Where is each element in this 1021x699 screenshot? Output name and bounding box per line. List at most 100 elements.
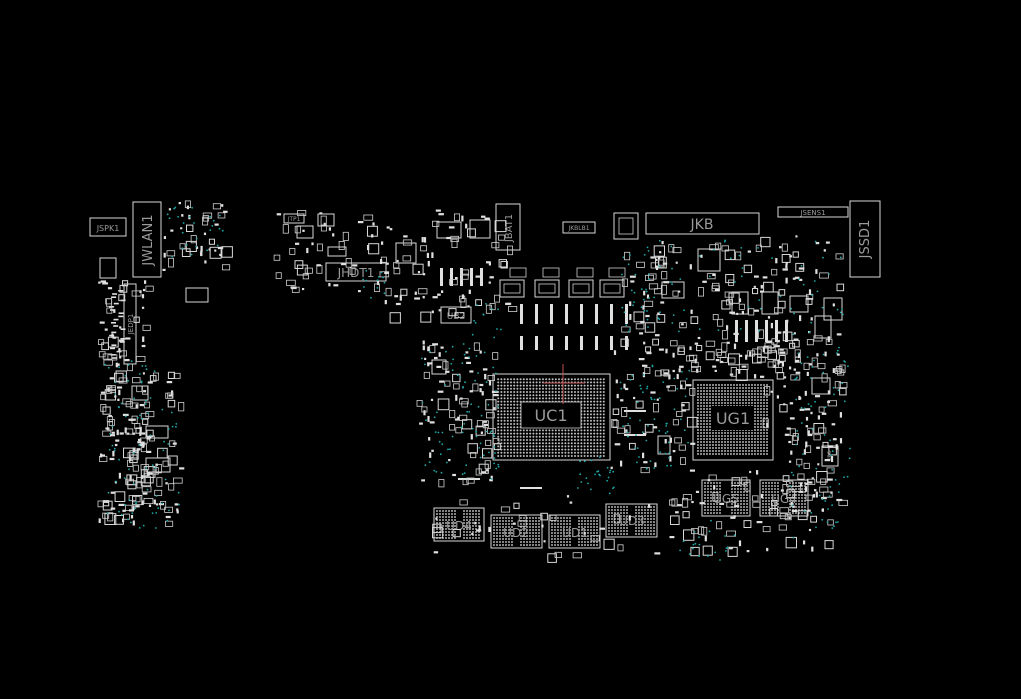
ug1-ball [739, 444, 741, 446]
ug1-ball [757, 453, 759, 455]
uc1-ball [535, 432, 538, 435]
ug1-ball [715, 396, 717, 398]
passive-outline [342, 231, 349, 241]
passive [376, 281, 380, 285]
ud3-outline[interactable] [605, 503, 658, 538]
memory-ball [466, 519, 468, 521]
memory-ball [644, 509, 646, 511]
right-top-chip[interactable] [697, 248, 721, 272]
jbat1-connector[interactable] [495, 203, 521, 251]
ud2-outline[interactable] [490, 514, 543, 549]
ud1-outline[interactable] [548, 514, 601, 549]
passive [162, 268, 166, 271]
memory-ball [551, 544, 553, 546]
via [433, 469, 436, 472]
ud4-chip[interactable]: UD4 [433, 507, 485, 542]
passive [141, 306, 145, 309]
uc1-outline[interactable] [492, 373, 611, 461]
ug1-ball [757, 402, 759, 404]
ub2-chip[interactable] [440, 306, 472, 324]
via [113, 447, 116, 450]
memory-ball [801, 509, 803, 511]
ud1-chip[interactable]: UD1 [548, 514, 601, 549]
uc1-ball [532, 384, 535, 387]
memory-ball [581, 517, 583, 519]
memory-ball [620, 506, 622, 508]
left-mid-chip[interactable] [431, 359, 447, 375]
memory-ball-grid [551, 517, 598, 546]
top-part-2[interactable] [436, 221, 462, 239]
passive [776, 331, 782, 334]
uc1-ball [593, 391, 596, 393]
mid-part[interactable] [657, 435, 671, 455]
uc1-ball [551, 455, 554, 457]
uc1-ball [513, 397, 516, 400]
memory-ball [641, 527, 643, 529]
memory-ball [472, 528, 474, 530]
left-small-part[interactable] [185, 287, 209, 303]
uc1-ball [532, 429, 535, 432]
ud2-chip[interactable]: UD2 [490, 514, 543, 549]
jkblb-connector[interactable] [562, 221, 596, 234]
memory-ball [554, 532, 556, 534]
memory-ball [578, 544, 580, 546]
jsens1-connector[interactable] [777, 206, 849, 218]
passive-outline [701, 527, 708, 536]
via [494, 452, 496, 454]
small-ic-label-box[interactable] [327, 246, 347, 257]
via [492, 433, 495, 436]
uc1-ball [526, 391, 528, 393]
passive [836, 498, 843, 502]
passive [146, 450, 152, 453]
top-part-4[interactable] [395, 242, 417, 264]
ud3-chip[interactable]: UD3 [605, 503, 658, 538]
top-chip[interactable] [613, 212, 639, 240]
via [800, 406, 803, 409]
jwlan1-connector[interactable] [132, 201, 162, 278]
passive-outline [764, 342, 775, 349]
uc1-ball [532, 397, 535, 400]
right-part-2[interactable] [789, 295, 809, 313]
right-part-3[interactable] [811, 377, 831, 395]
jtp1-body[interactable] [296, 225, 314, 239]
via [436, 411, 438, 414]
right-part-1[interactable] [823, 297, 843, 321]
via [645, 439, 648, 442]
passive-outline [500, 506, 511, 513]
ug1-ball [706, 426, 708, 428]
left-part-a[interactable] [99, 257, 117, 279]
uc1-ball [545, 445, 548, 448]
uc1-ball [519, 445, 522, 448]
uc1-ball [596, 429, 599, 432]
ug1-ball [709, 411, 711, 413]
jspk1-connector[interactable] [89, 217, 127, 237]
uc1-ball [570, 394, 573, 397]
via [719, 559, 721, 561]
jtp1-connector[interactable] [283, 213, 305, 224]
memory-ball [762, 482, 764, 484]
jkb-connector[interactable] [645, 212, 760, 235]
left-part-d[interactable] [145, 425, 169, 439]
memory-ball [508, 529, 510, 531]
memory-ball [532, 538, 534, 540]
ug5-chip[interactable]: UG5 [701, 479, 751, 517]
via [639, 384, 642, 387]
ug5-outline[interactable] [701, 479, 751, 517]
ug4-outline[interactable] [759, 479, 809, 517]
uc1-ball [599, 384, 602, 387]
memory-ball [454, 525, 456, 527]
ug1-ball [733, 399, 735, 401]
uc1-ball [593, 387, 596, 390]
memory-ball [511, 520, 513, 522]
top-part-1[interactable] [317, 213, 335, 227]
ug1-ball [739, 438, 741, 440]
ug1-package[interactable]: UG1 [692, 379, 774, 461]
memory-ball [716, 491, 718, 493]
memory-ball [801, 494, 803, 496]
jssd1-connector[interactable] [849, 200, 881, 278]
uc1-ball [522, 397, 525, 400]
ug1-ball [697, 384, 699, 386]
passive-outline [156, 477, 163, 487]
ug1-outline[interactable] [692, 379, 774, 461]
uc1-package[interactable]: UC1 [492, 364, 611, 461]
